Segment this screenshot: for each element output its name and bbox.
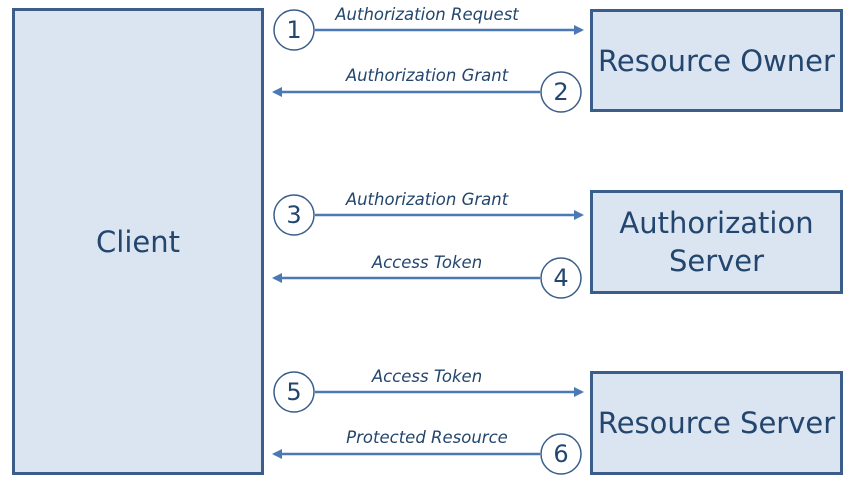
step-label-1: Authorization Request [335, 5, 519, 24]
client-label: Client [96, 224, 180, 259]
resource-server-label: Resource Server [597, 406, 836, 440]
step-circle-1 [273, 9, 315, 51]
client-box: Client [12, 8, 264, 475]
authorization-server-label: Authorization Server [619, 206, 814, 278]
step-number-3: 3 [286, 201, 302, 229]
step-circle-2 [540, 71, 582, 113]
step-circle-5 [273, 371, 315, 413]
step-number-1: 1 [286, 16, 302, 44]
step-label-5: Access Token [371, 367, 483, 386]
step-number-2: 2 [553, 78, 569, 106]
resource-server-box: Resource Server [590, 371, 843, 475]
step-circle-6 [540, 433, 582, 475]
resource-owner-label: Resource Owner [598, 43, 835, 78]
step-circle-4 [540, 257, 582, 299]
step-number-5: 5 [286, 378, 302, 406]
step-number-6: 6 [553, 440, 569, 468]
step-label-6: Protected Resource [346, 428, 508, 447]
step-label-4: Access Token [371, 253, 483, 272]
step-number-4: 4 [553, 264, 569, 292]
step-circle-3 [273, 194, 315, 236]
step-label-2: Authorization Grant [345, 66, 509, 85]
authorization-server-box: Authorization Server [590, 190, 843, 294]
resource-owner-box: Resource Owner [590, 9, 843, 112]
step-label-3: Authorization Grant [345, 190, 509, 209]
